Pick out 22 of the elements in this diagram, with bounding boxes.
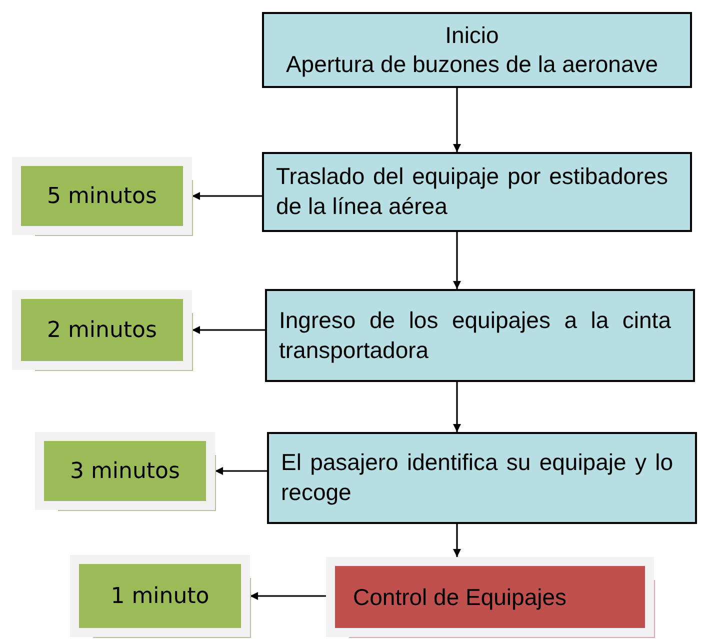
arrow <box>453 382 461 432</box>
duration-box <box>79 564 241 628</box>
step-text: El pasajero identifica su equipaje y lo recoge <box>281 448 673 507</box>
duration-box <box>44 441 206 501</box>
process-box <box>265 289 695 382</box>
arrow <box>453 232 461 289</box>
duration-box <box>21 299 183 361</box>
step-text: Inicio <box>444 21 500 50</box>
step-text: Control de Equipajes <box>353 584 568 610</box>
duration-text: 5 minutos <box>47 184 157 208</box>
step-text: Ingreso de los equipajes a la cinta transportadora <box>279 306 671 365</box>
duration-text: 2 minutos <box>47 318 157 342</box>
process-box <box>262 12 692 88</box>
duration-text: 1 minuto <box>110 584 210 608</box>
duration-box <box>21 166 183 226</box>
duration-text: 3 minutos <box>70 458 180 484</box>
process-box <box>267 432 697 524</box>
process-box <box>262 152 692 232</box>
arrow <box>453 88 461 152</box>
end-box <box>335 566 645 628</box>
step-text: Traslado del equipaje por estibadores de la línea aérea <box>276 162 668 221</box>
step-text: Apertura de buzones de la aeronave <box>284 50 660 79</box>
